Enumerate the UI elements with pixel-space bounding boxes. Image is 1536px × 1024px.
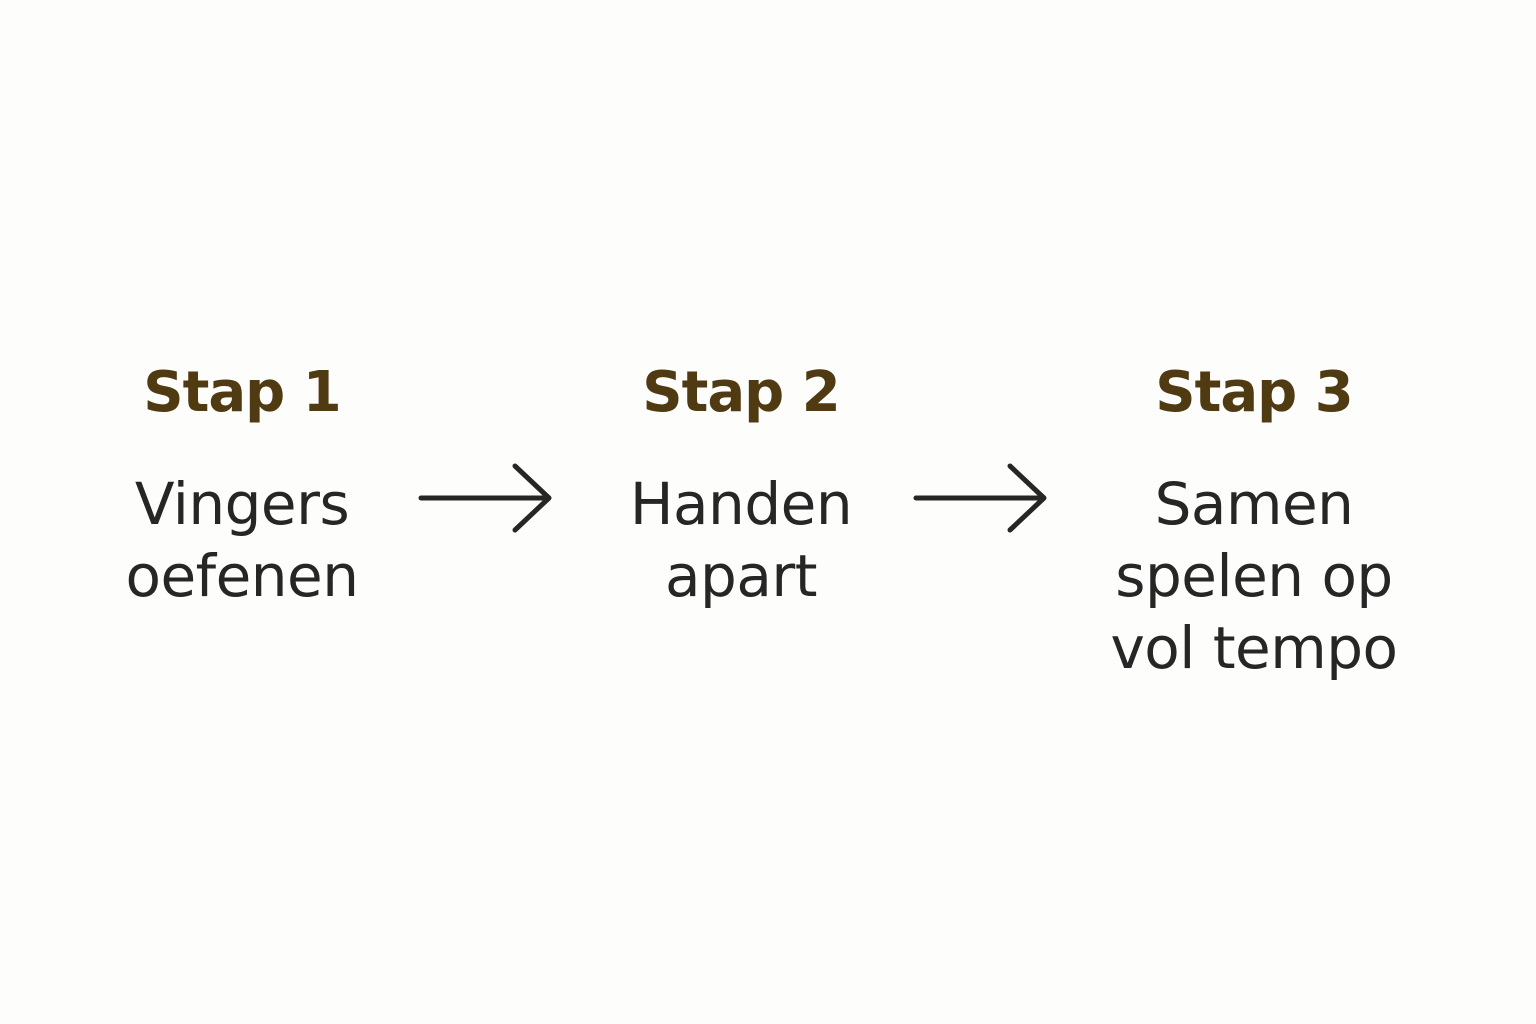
step-1-line-1: Vingers <box>134 470 350 538</box>
step-3-line-2: spelen op <box>1115 542 1393 610</box>
step-2-line-2: apart <box>665 542 818 610</box>
step-3-line-1: Samen <box>1154 470 1354 538</box>
step-3-line-3: vol tempo <box>1110 614 1398 682</box>
step-1-line-2: oefenen <box>125 542 359 610</box>
step-2: Stap 2 Handen apart <box>531 358 951 612</box>
step-1-title: Stap 1 <box>143 360 341 425</box>
step-2-line-1: Handen <box>629 470 853 538</box>
step-1-description: Vingers oefenen <box>32 468 452 612</box>
step-3: Stap 3 Samen spelen op vol tempo <box>1044 358 1464 684</box>
arrow-right-icon <box>418 463 552 533</box>
step-2-description: Handen apart <box>531 468 951 612</box>
step-3-description: Samen spelen op vol tempo <box>1044 468 1464 684</box>
step-2-title: Stap 2 <box>642 360 840 425</box>
step-3-title: Stap 3 <box>1155 360 1353 425</box>
step-1: Stap 1 Vingers oefenen <box>32 358 452 612</box>
arrow-right-icon <box>913 463 1047 533</box>
